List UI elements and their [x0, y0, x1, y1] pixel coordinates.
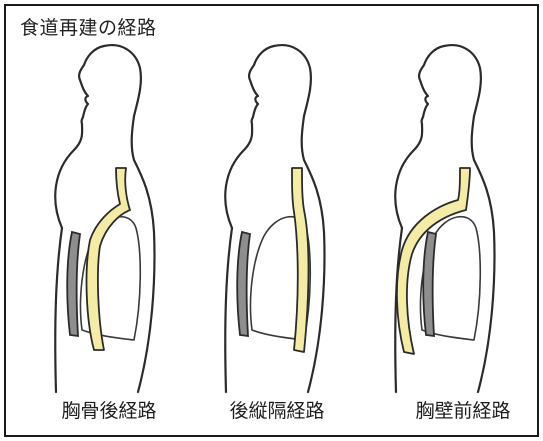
caption-posterior-mediastinal: 後縦隔経路	[197, 402, 357, 421]
figure-retrosternal	[55, 45, 154, 392]
figure-posterior-mediastinal	[225, 45, 324, 392]
caption-antethoracic: 胸壁前経路	[383, 402, 543, 421]
figure-antethoracic	[395, 45, 494, 392]
caption-retrosternal: 胸骨後経路	[29, 402, 189, 421]
